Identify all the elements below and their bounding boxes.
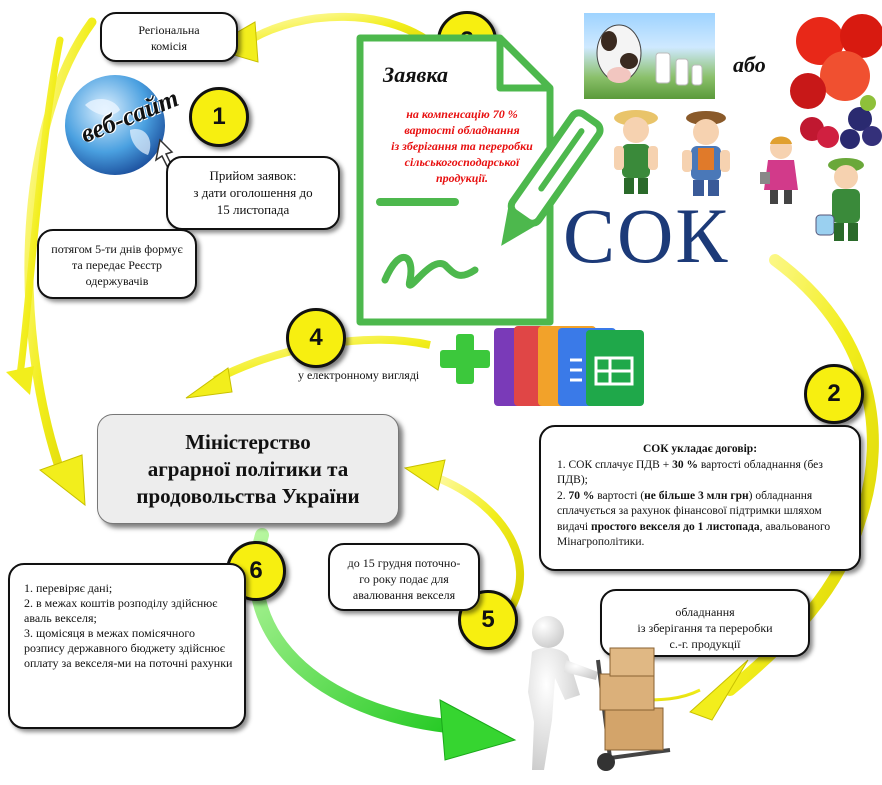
contract-item-2: 2. 70 % вартості (не більше 3 млн грн) о… <box>557 489 831 549</box>
arrow-left-arc-head <box>38 454 86 507</box>
application-text: на компенсацію 70 % вартості обладнання … <box>372 106 552 186</box>
reception-line1: Прийом заявок: <box>209 168 297 183</box>
ministry-action-3: 3. щомісяця в межах помісячного розпису … <box>24 626 233 670</box>
step-badge-2: 2 <box>804 364 864 424</box>
farmer-girl-icon <box>760 136 798 204</box>
or-label: або <box>733 52 766 77</box>
registry-line3: одержувачів <box>85 274 149 288</box>
bill-note-line1: до 15 грудня поточно- <box>347 556 461 570</box>
bill-note-box: до 15 грудня поточно- го року подає для … <box>328 543 480 611</box>
ministry-box: Міністерство аграрної політики та продов… <box>97 414 399 524</box>
arrow-electronic-to-ministry-head <box>185 367 233 399</box>
plus-icon <box>440 334 490 384</box>
regional-commission-box: Регіональна комісія <box>100 12 238 62</box>
contract-box: СОК укладає договір: 1. СОК сплачує ПДВ … <box>539 425 861 571</box>
application-line3: із зберігання та переробки <box>391 139 533 153</box>
arrow-ministry-to-recipient-head <box>439 699 517 761</box>
step-badge-6: 6 <box>226 541 286 601</box>
arrow-bill-to-ministry <box>428 471 524 613</box>
reception-box: Прийом заявок: з дати оголошення до 15 л… <box>166 156 340 230</box>
application-line1: на компенсацію 70 % <box>406 107 518 121</box>
farmer-woman-icon <box>614 110 658 194</box>
bill-note-line2: го року подає для <box>359 572 449 586</box>
registry-line2: та передає Реєстр <box>72 258 162 272</box>
arrow-left-arc <box>24 17 97 475</box>
reception-line2: з дати оголошення до <box>193 185 313 200</box>
fruit-photo <box>790 11 882 157</box>
reception-line3: 15 листопада <box>216 202 290 217</box>
cow-icon <box>596 24 703 86</box>
regional-commission-line1: Регіональна <box>138 23 200 37</box>
application-line4: сільськогосподарської <box>404 155 520 169</box>
registry-line1: потягом 5-ти днів формує <box>51 242 183 256</box>
step-badge-5: 5 <box>458 590 518 650</box>
dairy-photo <box>584 13 715 99</box>
step-badge-1: 1 <box>189 87 249 147</box>
ministry-action-2: 2. в межах коштів розподілу здійснює ава… <box>24 596 218 625</box>
ministry-line3: продовольства України <box>136 483 360 508</box>
ministry-action-1: 1. перевіряє дані; <box>24 581 113 595</box>
application-title: Заявка <box>383 62 448 87</box>
fruit-icon <box>790 14 882 149</box>
application-line2: вартості обладнання <box>404 123 520 137</box>
application-line5: продукції. <box>435 171 489 185</box>
electronic-form-label: у електронному вигляді <box>298 368 420 382</box>
ministry-actions-box: 1. перевіряє дані; 2. в межах коштів роз… <box>8 563 246 729</box>
bill-note-line3: авалювання векселя <box>352 588 456 602</box>
delivery-person-icon <box>528 616 671 771</box>
equipment-line1: обладнання <box>675 605 735 619</box>
registry-box: потягом 5-ти днів формує та передає Реєс… <box>37 229 197 299</box>
ministry-line2: аграрної політики та <box>147 456 349 481</box>
arrow-left-arc-2-head <box>6 366 34 395</box>
equipment-line2: із зберігання та переробки <box>637 621 773 635</box>
equipment-line3: с.-г. продукції <box>669 637 741 651</box>
gardener-icon <box>815 158 864 241</box>
sok-label: СОК <box>563 192 730 279</box>
arrow-left-arc-2 <box>16 36 64 379</box>
regional-commission-line2: комісія <box>150 39 188 53</box>
electronic-documents-icon <box>494 326 644 406</box>
farmer-man-icon <box>682 111 730 196</box>
equipment-box: обладнання із зберігання та переробки с.… <box>600 589 810 657</box>
contract-item-1: 1. СОК сплачує ПДВ + 30 % вартості облад… <box>557 458 823 487</box>
pen-icon <box>501 109 604 246</box>
ministry-line1: Міністерство <box>185 429 311 454</box>
step-badge-4: 4 <box>286 308 346 368</box>
arrow-sok-to-contract-head <box>689 659 749 721</box>
contract-title: СОК укладає договір: <box>642 443 758 455</box>
arrow-bill-to-ministry-head <box>403 459 446 491</box>
